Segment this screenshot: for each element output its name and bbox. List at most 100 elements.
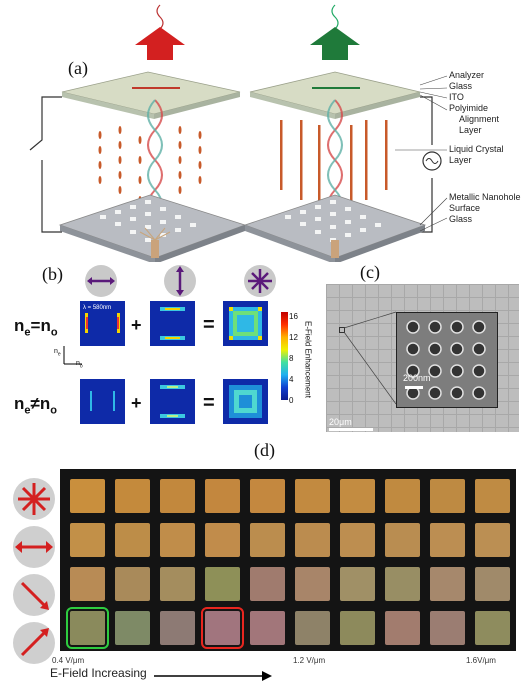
- axis-ne-label: ne: [54, 348, 61, 358]
- color-tile: [340, 611, 375, 645]
- diagonal-up-arrow-icon: [13, 622, 55, 664]
- color-tile: [205, 567, 240, 601]
- color-tile: [115, 479, 150, 513]
- color-tile: [250, 479, 285, 513]
- unpolarized-icon: [244, 265, 276, 297]
- highlighted-red-tile: [201, 607, 244, 649]
- color-tile: [205, 479, 240, 513]
- equals-sign-row2: =: [203, 392, 215, 414]
- panel-c-letter: (c): [360, 262, 380, 282]
- color-tile: [295, 523, 330, 557]
- color-tile: [115, 611, 150, 645]
- tick-16: 16: [289, 312, 298, 321]
- label-layer: Layer: [449, 155, 472, 165]
- highlighted-green-tile: [66, 607, 109, 649]
- axis-no-label: no: [76, 360, 83, 370]
- colorbar-title: E-Field Enhancement: [303, 321, 313, 398]
- inset-scale-bar: [405, 386, 423, 389]
- color-tile: [385, 523, 420, 557]
- color-tile: [295, 611, 330, 645]
- ne-equals-no-label: ne=no: [14, 316, 58, 339]
- tick-label-0-4: 0.4 V/μm: [52, 656, 85, 665]
- label-metallic-nanohole: Metallic Nanohole: [449, 192, 521, 202]
- panel-b-letter: (b): [42, 264, 63, 284]
- color-tile: [430, 479, 465, 513]
- sem-marker: [339, 327, 345, 333]
- red-output-arrow-icon: [135, 27, 185, 60]
- tick-4: 4: [289, 375, 294, 384]
- panel-a-letter: (a): [68, 58, 88, 78]
- color-tile: [430, 567, 465, 601]
- color-tile: [115, 523, 150, 557]
- plus-sign-row1: +: [131, 315, 142, 335]
- color-tile: [430, 523, 465, 557]
- color-tile: [295, 479, 330, 513]
- color-tiles: [60, 469, 516, 651]
- tick-8: 8: [289, 354, 294, 363]
- label-analyzer: Analyzer: [449, 70, 485, 80]
- color-tile: [295, 567, 330, 601]
- label-glass-bottom: Glass: [449, 214, 473, 224]
- main-scale-label: 20μm: [329, 417, 352, 427]
- left-device: [29, 4, 247, 262]
- nanohole-array: [406, 320, 486, 400]
- color-tile: [475, 611, 510, 645]
- color-tile: [205, 523, 240, 557]
- color-tile: [250, 523, 285, 557]
- color-tile: [340, 479, 375, 513]
- ne-not-equals-no-label: ne≠no: [14, 394, 57, 417]
- label-glass-top: Glass: [449, 81, 473, 91]
- color-tile: [340, 567, 375, 601]
- color-tile: [160, 611, 195, 645]
- wavelength-label: λ = 580nm: [83, 305, 111, 311]
- horizontal-arrow-icon: [13, 526, 55, 568]
- color-tile: [160, 567, 195, 601]
- colorbar: [281, 312, 288, 400]
- equals-sign-row1: =: [203, 314, 215, 336]
- main-scale-bar: [329, 428, 373, 431]
- polarization-row-icons: [13, 478, 55, 664]
- vertical-polarization-icon: [164, 265, 196, 297]
- color-tile: [160, 523, 195, 557]
- color-tile: [70, 567, 105, 601]
- color-tile: [70, 523, 105, 557]
- x-axis-title: E-Field Increasing: [50, 666, 147, 680]
- color-tile: [250, 567, 285, 601]
- color-tile: [70, 479, 105, 513]
- map-r2-horizontal: [80, 379, 125, 424]
- panel-d: 0.4 V/μm 1.2 V/μm 1.6V/μm E-Field Increa…: [8, 467, 516, 685]
- color-tile: [385, 567, 420, 601]
- color-tile: [475, 523, 510, 557]
- panel-d-letter: (d): [254, 440, 275, 460]
- label-surface: Surface: [449, 203, 481, 213]
- label-polyimide: Polyimide: [449, 103, 489, 113]
- field-maps: λ = 580nm: [80, 301, 268, 424]
- panel-a-illustration: [29, 4, 448, 262]
- color-tile: [475, 567, 510, 601]
- color-tile: [250, 611, 285, 645]
- star-arrows-icon: [13, 478, 55, 520]
- label-ito: ITO: [449, 92, 464, 102]
- color-tile: [340, 523, 375, 557]
- diagonal-down-arrow-icon: [13, 574, 55, 616]
- zoom-lines: [343, 311, 397, 405]
- sem-inset: 200nm: [396, 312, 498, 408]
- color-tile: [385, 611, 420, 645]
- inset-scale-label: 200nm: [403, 373, 431, 383]
- color-tile: [475, 479, 510, 513]
- axes-icon: [63, 346, 82, 365]
- label-alignment-layer: Alignment Layer: [459, 114, 500, 135]
- sem-image: 200nm 20μm: [326, 284, 519, 432]
- label-bottom-stack: Metallic Nanohole Surface Glass: [449, 192, 521, 225]
- increasing-arrow-icon: [154, 671, 272, 681]
- polarization-icons: [85, 265, 276, 297]
- panel-b: (b) λ = 580nm: [0, 262, 320, 442]
- tick-label-1-6: 1.6V/μm: [466, 656, 496, 665]
- layer-labels-top: Analyzer Glass ITO Polyimide: [449, 70, 488, 114]
- horizontal-polarization-icon: [85, 265, 117, 297]
- panel-c: (c) 200nm 20μm: [322, 262, 521, 442]
- label-lc: Liquid Crystal Layer: [449, 144, 504, 166]
- color-tile: [115, 567, 150, 601]
- panel-a: (a) Analyzer Glass ITO Polyimide Alignme…: [0, 0, 521, 262]
- color-tile: [385, 479, 420, 513]
